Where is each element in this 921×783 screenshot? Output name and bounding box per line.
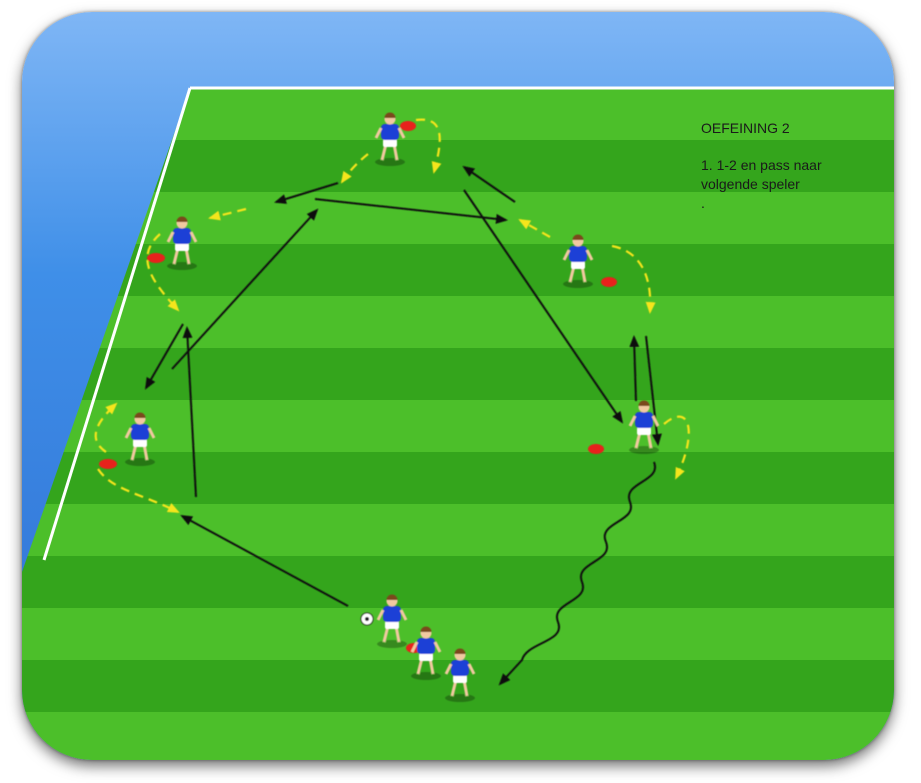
- cone-icon: [99, 459, 117, 469]
- cone-icon: [601, 277, 617, 287]
- players: [124, 112, 660, 702]
- drill-step-1-continued: volgende speler: [701, 176, 800, 192]
- cone-icon: [147, 253, 165, 263]
- player-icon: [562, 234, 594, 288]
- run-arrows: [94, 118, 690, 513]
- player-icon: [444, 648, 476, 702]
- cone-icon: [400, 121, 416, 131]
- sideline: [42, 87, 192, 561]
- drill-step-2: .: [701, 195, 705, 211]
- drill-step-1: 1. 1-2 en pass naar: [701, 157, 822, 173]
- training-field: [22, 86, 894, 760]
- player-icon: [376, 594, 408, 648]
- pitch: [22, 88, 894, 760]
- player-icon: [628, 400, 660, 454]
- pass-arrows: [144, 165, 662, 686]
- player-icon: [166, 216, 198, 270]
- drill-diagram-frame: OEFEINING 2 1. 1-2 en pass naar volgende…: [22, 12, 894, 760]
- player-icon: [410, 626, 442, 680]
- drill-caption: OEFEINING 2 1. 1-2 en pass naar volgende…: [701, 119, 891, 213]
- player-icon: [124, 412, 156, 466]
- drill-title: OEFEINING 2: [701, 120, 790, 136]
- player-icon: [374, 112, 406, 166]
- cone-icon: [588, 444, 604, 454]
- ball-icon: [360, 612, 374, 626]
